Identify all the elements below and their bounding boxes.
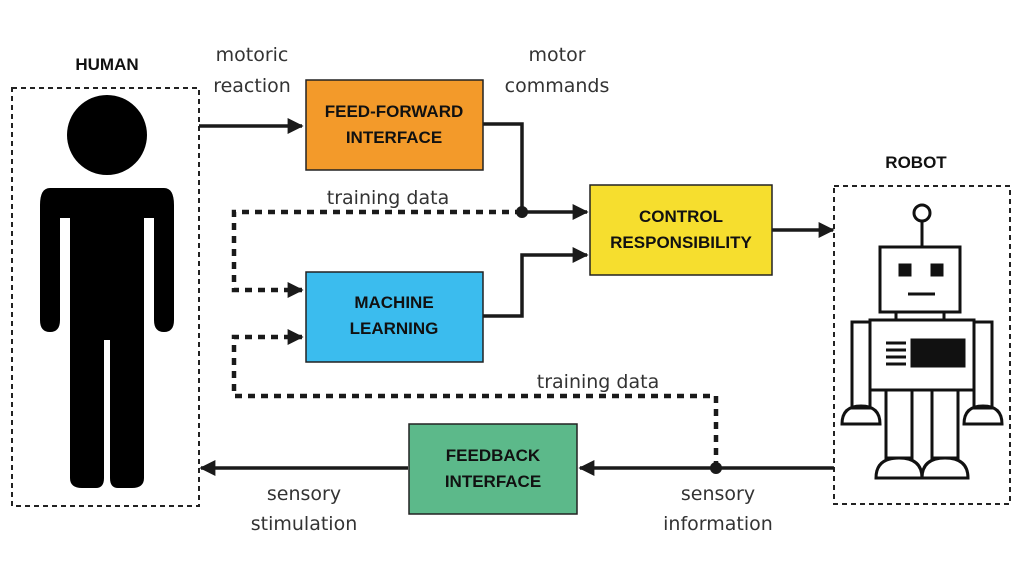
label-sensory-right: sensory — [681, 483, 755, 505]
control-responsibility-box: CONTROL RESPONSIBILITY — [589, 184, 773, 276]
label-commands: commands — [505, 75, 610, 97]
feed-forward-box-bg — [305, 79, 484, 171]
label-motoric: motoric — [216, 44, 289, 66]
machine-learning-line2: LEARNING — [350, 319, 439, 338]
junction-dot-top — [516, 206, 528, 218]
feedback-line1: FEEDBACK — [446, 446, 541, 465]
label-information: information — [663, 513, 773, 535]
human-frame — [11, 87, 200, 507]
label-training-data-bottom: training data — [537, 371, 659, 393]
robot-title: ROBOT — [885, 153, 947, 172]
robot-icon — [840, 203, 1004, 480]
arrow-ml-to-control — [483, 247, 589, 318]
machine-learning-line1: MACHINE — [354, 293, 433, 312]
feed-forward-line1: FEED-FORWARD — [325, 102, 464, 121]
feed-forward-line2: INTERFACE — [346, 128, 442, 147]
label-reaction: reaction — [213, 75, 291, 97]
feedback-interface-box: FEEDBACK INTERFACE — [408, 423, 578, 515]
machine-learning-box-bg — [305, 271, 484, 363]
feedback-line2: INTERFACE — [445, 472, 541, 491]
human-title: HUMAN — [75, 55, 138, 74]
feedback-box-bg — [408, 423, 578, 515]
label-training-data-top: training data — [327, 187, 449, 209]
machine-learning-box: MACHINE LEARNING — [305, 271, 484, 363]
junction-dot-bottom — [710, 462, 722, 474]
training-data-top-line — [231, 209, 522, 298]
line-feedforward-to-control — [483, 122, 524, 212]
label-sensory-left: sensory — [267, 483, 341, 505]
human-figure-icon — [40, 95, 174, 488]
control-line1: CONTROL — [639, 207, 723, 226]
control-line2: RESPONSIBILITY — [610, 233, 752, 252]
label-motor: motor — [528, 44, 585, 66]
label-stimulation: stimulation — [251, 513, 358, 535]
feed-forward-interface-box: FEED-FORWARD INTERFACE — [305, 79, 484, 171]
control-box-bg — [589, 184, 773, 276]
robot-frame — [833, 185, 1011, 505]
